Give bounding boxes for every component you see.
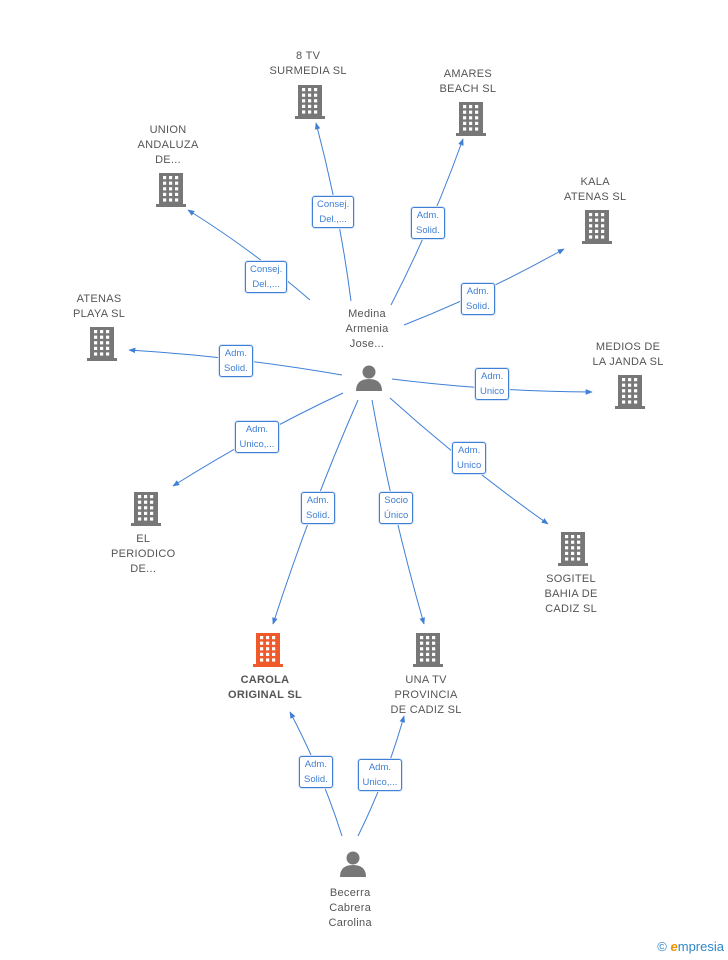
copyright-symbol: ©	[657, 939, 667, 954]
building-icon[interactable]	[413, 633, 443, 667]
node-label-line: LA JANDA SL	[592, 356, 664, 368]
node-label-line: PROVINCIA	[394, 689, 458, 701]
person-icon[interactable]	[340, 851, 366, 878]
edge-label-line: Adm.	[245, 424, 269, 435]
building-icon[interactable]	[87, 327, 117, 361]
node-label-carola[interactable]: CAROLA ORIGINAL SL	[228, 673, 302, 703]
node-label-line: DE...	[155, 154, 182, 166]
edge-label-becerra-carola[interactable]: Adm. Solid.	[299, 756, 333, 788]
node-label-line: Carolina	[328, 917, 372, 929]
edge-label-medina-carola[interactable]: Adm. Solid.	[301, 492, 335, 524]
edge-label-line: Solid.	[224, 363, 248, 374]
node-label-kala[interactable]: KALA ATENAS SL	[564, 175, 626, 205]
watermark: © empresia	[657, 939, 724, 954]
node-label-line: Cabrera	[329, 902, 372, 914]
node-label-line: SURMEDIA SL	[269, 65, 347, 77]
node-label-line: PERIODICO	[111, 548, 176, 560]
edge-label-line: Unico	[480, 386, 505, 397]
edge-label-line: Adm.	[416, 210, 439, 221]
edge-label-line: Adm.	[466, 286, 489, 297]
node-label-unatv[interactable]: UNA TV PROVINCIA DE CADIZ SL	[391, 673, 462, 718]
node-label-line: ORIGINAL SL	[228, 689, 302, 701]
building-icon[interactable]	[156, 173, 186, 207]
edge-label-line: Unico	[457, 460, 482, 471]
edge-label-medina-medios[interactable]: Adm. Unico	[475, 368, 510, 400]
edge-label-medina-sogitel[interactable]: Adm. Unico	[452, 442, 487, 474]
edge-label-line: Solid.	[416, 225, 440, 236]
edge-label-medina-periodico[interactable]: Adm. Unico,...	[234, 421, 280, 453]
edge-medina-union	[187, 209, 311, 301]
building-icon[interactable]	[558, 532, 588, 566]
node-label-line: CADIZ SL	[545, 603, 598, 615]
edge-label-line: Solid.	[466, 301, 490, 312]
building-icon[interactable]	[582, 210, 612, 244]
node-label-line: Becerra	[329, 887, 371, 899]
building-icon[interactable]	[295, 85, 325, 119]
edge-label-medina-kala[interactable]: Adm. Solid.	[461, 283, 495, 315]
node-label-line: EL	[136, 533, 151, 545]
edge-label-line: Único	[384, 510, 409, 521]
person-icon[interactable]	[356, 365, 382, 392]
edge-label-line: Unico,...	[362, 777, 398, 788]
node-label-line: PLAYA SL	[73, 308, 126, 320]
node-label-line: SOGITEL	[546, 573, 596, 585]
node-label-surmedia[interactable]: 8 TV SURMEDIA SL	[270, 49, 347, 79]
edge-label-line: Adm.	[306, 495, 329, 506]
edge-label-line: Consej.	[250, 264, 283, 275]
node-label-medios[interactable]: MEDIOS DE LA JANDA SL	[593, 340, 664, 370]
edge-label-medina-atenas[interactable]: Adm. Solid.	[219, 345, 253, 377]
building-icon[interactable]	[615, 375, 645, 409]
node-label-line: UNA TV	[405, 674, 447, 686]
edge-label-line: Adm.	[224, 348, 247, 359]
node-label-line: ATENAS	[76, 293, 122, 305]
node-label-line: BAHIA DE	[544, 588, 598, 600]
node-label-sogitel[interactable]: SOGITEL BAHIA DE CADIZ SL	[545, 572, 598, 617]
node-label-line: BEACH SL	[439, 83, 497, 95]
brand-rest: mpresia	[677, 939, 724, 954]
edge-label-line: Del.,...	[319, 214, 347, 225]
node-label-line: ANDALUZA	[137, 139, 199, 151]
edge-label-line: Adm.	[481, 371, 504, 382]
node-label-periodico[interactable]: EL PERIODICO DE...	[111, 532, 175, 577]
node-label-line: CAROLA	[240, 674, 290, 686]
edge-label-medina-amares[interactable]: Adm. Solid.	[411, 207, 445, 239]
edge-label-medina-union[interactable]: Consej. Del.,...	[245, 261, 288, 293]
building-icon[interactable]	[456, 102, 486, 136]
node-label-union[interactable]: UNION ANDALUZA DE...	[138, 123, 199, 168]
node-label-line: 8 TV	[296, 50, 321, 62]
node-label-atenas[interactable]: ATENAS PLAYA SL	[73, 292, 125, 322]
node-label-line: AMARES	[443, 68, 493, 80]
edge-label-becerra-unatv[interactable]: Adm. Unico,...	[357, 759, 403, 791]
building-icon[interactable]	[253, 633, 283, 667]
node-label-line: KALA	[580, 176, 610, 188]
node-label-amares[interactable]: AMARES BEACH SL	[440, 67, 497, 97]
edge-label-line: Adm.	[304, 759, 327, 770]
node-label-line: DE CADIZ SL	[390, 704, 462, 716]
node-label-line: UNION	[149, 124, 187, 136]
edge-label-line: Unico,...	[239, 439, 275, 450]
node-label-line: Armenia	[345, 323, 389, 335]
node-label-line: Medina	[348, 308, 386, 320]
node-label-line: MEDIOS DE	[595, 341, 661, 353]
edge-label-line: Consej.	[317, 199, 350, 210]
edge-label-line: Solid.	[306, 510, 330, 521]
edge-label-medina-surmedia[interactable]: Consej. Del.,...	[312, 196, 355, 228]
node-label-line: DE...	[130, 563, 157, 575]
edge-label-line: Adm.	[368, 762, 392, 773]
building-icon[interactable]	[131, 492, 161, 526]
node-label-line: Jose...	[349, 338, 385, 350]
edge-label-line: Solid.	[304, 774, 328, 785]
edge-label-line: Socio	[384, 495, 409, 506]
edge-label-line: Del.,...	[252, 279, 280, 290]
brand-initial: e	[670, 939, 678, 954]
edge-label-line: Adm.	[458, 445, 481, 456]
node-label-line: ATENAS SL	[564, 191, 627, 203]
